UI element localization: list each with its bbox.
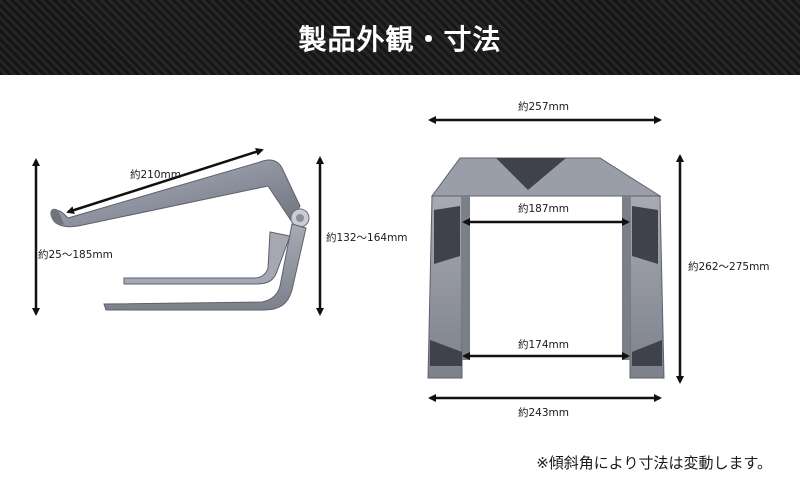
front-dimensions: 約257mm 約187mm 約174mm 約243mm 約262〜275mm (428, 100, 770, 419)
front-inner-top-width-label: 約187mm (518, 202, 569, 215)
stand-side-view (50, 159, 310, 311)
side-dimensions: 約210mm 約25〜185mm 約132〜164mm (32, 148, 408, 316)
front-height-label: 約262〜275mm (688, 260, 770, 273)
front-top-width-label: 約257mm (518, 100, 569, 113)
side-height-label: 約132〜164mm (326, 231, 408, 244)
side-width-label: 約210mm (130, 168, 181, 181)
dimension-figure: 約210mm 約25〜185mm 約132〜164mm 約257mm 約187m… (32, 100, 770, 419)
front-bottom-width-label: 約243mm (518, 406, 569, 419)
footnote: ※傾斜角により寸法は変動します。 (536, 454, 772, 472)
front-inner-bottom-width-label: 約174mm (518, 338, 569, 351)
title-banner: 製品外観・寸法 (0, 0, 800, 75)
stand-front-view (427, 157, 665, 379)
page-title: 製品外観・寸法 (298, 22, 502, 56)
width-arrow (66, 148, 264, 214)
side-tilt-height-label: 約25〜185mm (38, 248, 113, 261)
